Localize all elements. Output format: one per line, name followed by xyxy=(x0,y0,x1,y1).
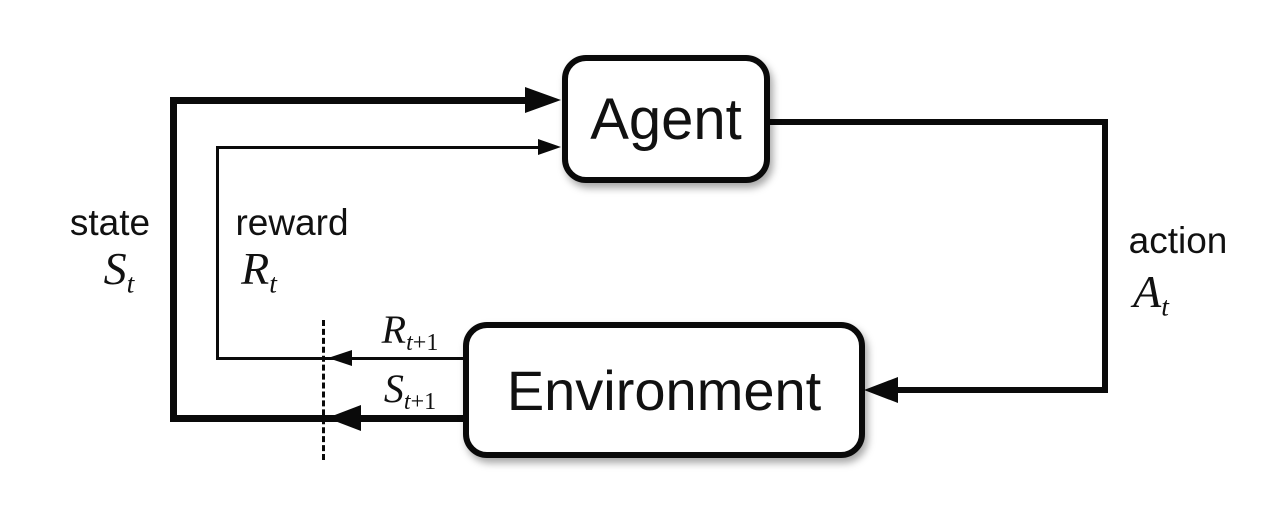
reward-symbol-base: R xyxy=(241,243,270,294)
next-reward-symbol-base: R xyxy=(381,307,407,352)
action-arrowhead-into-environment-icon xyxy=(864,377,898,403)
reward-symbol: Rt xyxy=(241,243,277,299)
next-reward-symbol: Rt+1 xyxy=(381,307,439,357)
action-word-label: action xyxy=(1128,220,1228,261)
environment-label: Environment xyxy=(506,358,822,422)
state-arrowhead-into-agent-icon xyxy=(525,87,561,113)
time-step-boundary-line xyxy=(322,320,325,460)
action-symbol-base: A xyxy=(1133,266,1162,317)
reward-line-left xyxy=(216,146,219,360)
agent-box: Agent xyxy=(562,55,770,183)
reward-arrowhead-into-agent-icon xyxy=(538,139,561,155)
reward-word-label: reward xyxy=(235,202,349,243)
reward-line-top xyxy=(216,146,540,149)
state-line-top xyxy=(170,97,528,104)
state-arrowhead-at-boundary-icon xyxy=(327,405,361,431)
state-line-bottom xyxy=(170,415,465,422)
agent-label: Agent xyxy=(590,86,742,152)
state-symbol-base: S xyxy=(103,243,127,294)
action-line-right xyxy=(1102,119,1108,393)
next-state-symbol-base: S xyxy=(383,366,404,411)
state-symbol: St xyxy=(103,243,135,299)
action-line-bottom xyxy=(896,387,1108,393)
next-state-symbol: St+1 xyxy=(383,366,437,416)
action-symbol: At xyxy=(1133,266,1169,322)
reward-arrowhead-at-boundary-icon xyxy=(328,350,352,366)
action-line-top xyxy=(768,119,1108,125)
state-word-label: state xyxy=(69,202,151,243)
state-line-left xyxy=(170,97,177,422)
environment-box: Environment xyxy=(463,322,865,458)
